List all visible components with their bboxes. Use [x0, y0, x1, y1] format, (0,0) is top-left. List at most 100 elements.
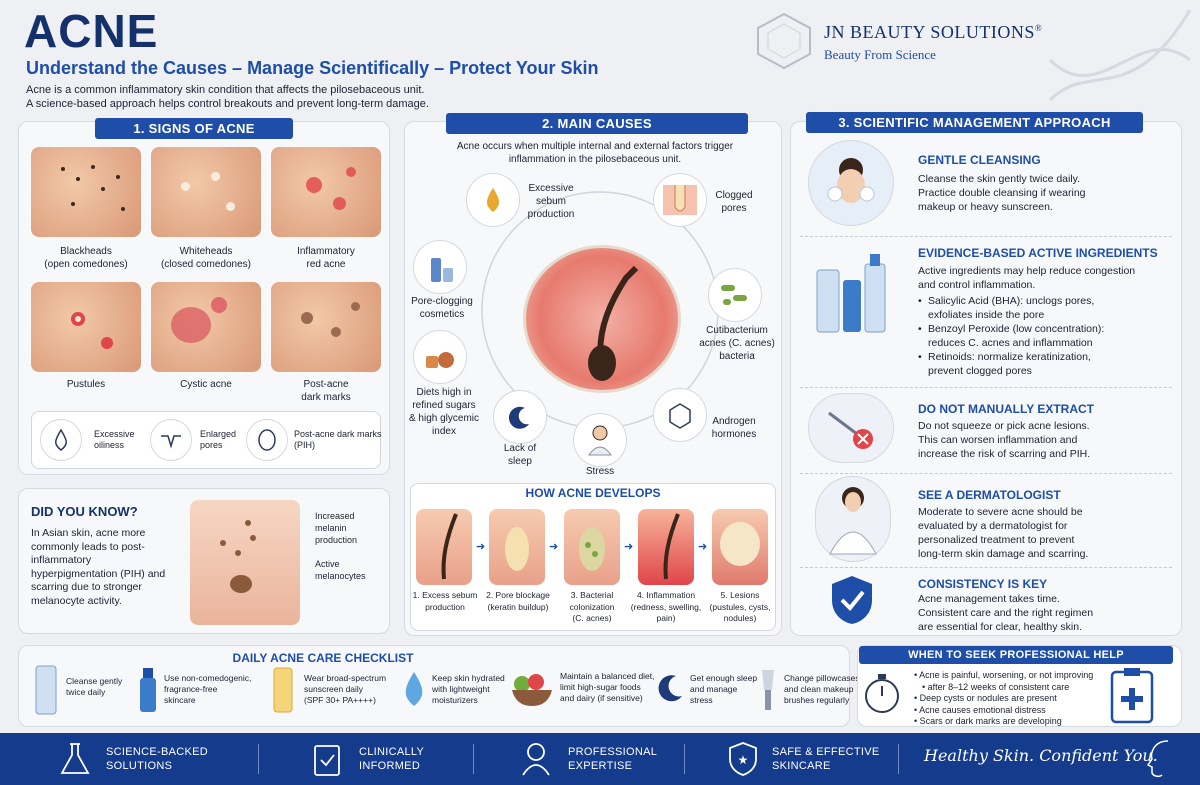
oil-drop-icon	[40, 419, 82, 461]
sign-label-4: Pustules	[66, 379, 106, 390]
seek-help-list: Acne is painful, worsening, or not impro…	[914, 670, 1093, 728]
sign-label-1: Blackheads(open comedones)	[44, 246, 128, 270]
medical-clipboard-icon	[1110, 668, 1154, 724]
makeup-brush-icon	[762, 670, 774, 710]
moon-sleep-icon	[658, 675, 682, 702]
hormone-molecule-icon	[653, 388, 707, 442]
sugary-food-icon	[413, 330, 467, 384]
step-3-illustration	[564, 509, 620, 585]
footer-slogan: Healthy Skin. Confident You.	[924, 746, 1158, 765]
cause-label-8: Stress	[585, 466, 615, 477]
face-profile-icon	[1146, 740, 1169, 778]
divider	[258, 744, 259, 774]
divider	[800, 387, 1172, 388]
causes-intro: Acne occurs when multiple internal and e…	[456, 141, 734, 165]
extraction-illustration	[808, 393, 894, 463]
divider	[800, 567, 1172, 568]
step-1-illustration	[416, 509, 472, 585]
cleanser-tube-icon	[35, 665, 57, 715]
whiteheads-image	[151, 147, 261, 237]
management-heading: 3. SCIENTIFIC MANAGEMENT APPROACH	[806, 112, 1143, 133]
cleansing-text: Cleanse the skin gently twice daily.Prac…	[918, 173, 1086, 213]
stressed-person-icon	[573, 413, 627, 467]
extra-label-3: Post-acne dark marks(PIH)	[294, 429, 382, 450]
extract-title: DO NOT MANUALLY EXTRACT	[918, 402, 1095, 416]
causes-heading: 2. MAIN CAUSES	[446, 113, 748, 134]
consistency-text: Acne management takes time.Consistent ca…	[918, 593, 1094, 633]
sebum-drops-icon	[466, 173, 520, 227]
arrow-right-icon: ➜	[476, 541, 486, 553]
checklist-heading: DAILY ACNE CARE CHECKLIST	[232, 651, 414, 665]
sunscreen-icon	[273, 667, 293, 713]
sign-label-2: Whiteheads(closed comedones)	[160, 246, 252, 270]
extract-text: Do not squeeze or pick acne lesions.This…	[918, 420, 1091, 460]
water-drop-icon	[405, 672, 423, 706]
step-5-illustration	[712, 509, 768, 585]
hexagon-logo-icon	[757, 12, 811, 70]
cleansing-face-illustration	[808, 140, 894, 226]
pustules-image	[31, 282, 141, 372]
dna-helix-icon	[1048, 9, 1192, 102]
step-2-illustration	[489, 509, 545, 585]
face-icon	[246, 419, 288, 461]
footer-bar	[0, 733, 1200, 785]
did-you-know-text: In Asian skin, acne more commonly leads …	[31, 527, 166, 607]
divider	[800, 236, 1172, 237]
flask-icon	[60, 743, 90, 774]
healthy-food-bowl-icon	[512, 674, 552, 706]
actives-text: Active ingredients may help reduce conge…	[918, 264, 1168, 378]
consistency-title: CONSISTENCY IS KEY	[918, 577, 1048, 591]
cleansing-title: GENTLE CLEANSING	[918, 153, 1041, 167]
serum-bottles-illustration	[815, 252, 889, 334]
page-subtitle: Understand the Causes – Manage Scientifi…	[26, 58, 599, 78]
shield-check-icon	[830, 574, 874, 631]
clogged-pore-icon	[653, 173, 707, 227]
intro-line-1: Acne is a common inflammatory skin condi…	[26, 84, 425, 96]
step-label-5: 5. Lesions(pustules, cysts,nodules)	[709, 590, 771, 623]
divider	[684, 744, 685, 774]
bacteria-icon	[708, 268, 762, 322]
arrow-right-icon: ➜	[549, 541, 559, 553]
step-label-2: 2. Pore blockage(keratin buildup)	[486, 590, 550, 612]
hair-follicle-illustration	[523, 245, 681, 393]
divider	[473, 744, 474, 774]
pore-icon	[150, 419, 192, 461]
clipboard-check-icon	[314, 745, 340, 776]
professional-person-icon	[522, 743, 550, 776]
actives-title: EVIDENCE-BASED ACTIVE INGREDIENTS	[918, 246, 1158, 260]
signs-extras-box	[31, 411, 381, 469]
arrow-right-icon: ➜	[624, 541, 634, 553]
inflammatory-acne-image	[271, 147, 381, 237]
step-label-4: 4. Inflammation(redness, swelling,pain)	[630, 590, 702, 623]
intro-line-2: A science-based approach helps control b…	[26, 98, 429, 110]
checklist-item-5: Maintain a balanced diet,limit high-suga…	[560, 671, 655, 703]
brand-tagline: Beauty From Science	[824, 47, 936, 62]
cystic-acne-image	[151, 282, 261, 372]
arrow-right-icon: ➜	[698, 541, 708, 553]
divider	[800, 473, 1172, 474]
cosmetics-icon	[413, 240, 467, 294]
melanocyte-illustration	[190, 500, 300, 625]
signs-heading: 1. SIGNS OF ACNE	[95, 118, 293, 139]
svg-text:★: ★	[738, 753, 749, 767]
